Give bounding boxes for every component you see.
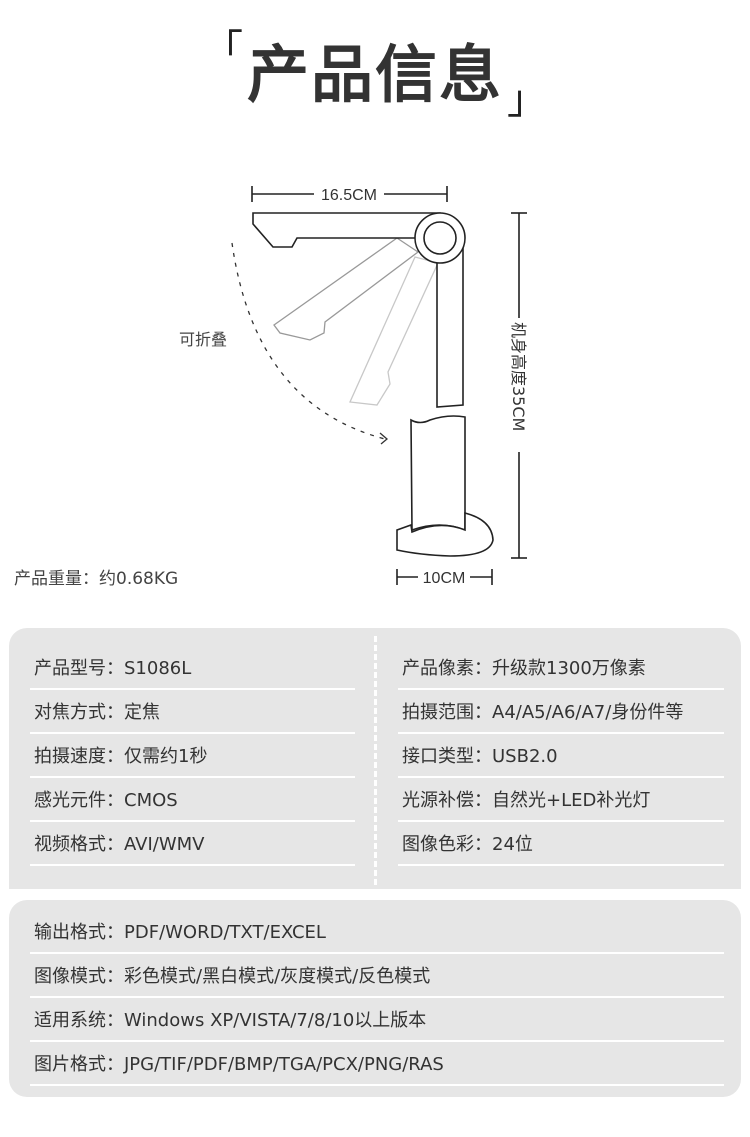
bracket-close: 」	[507, 77, 547, 123]
fold-label: 可折叠	[179, 330, 227, 349]
column-divider	[374, 636, 377, 885]
height-label: 机身高度35CM	[509, 322, 528, 431]
spec-table-secondary: 输出格式：PDF/WORD/TXT/EXCEL 图像模式：彩色模式/黑白模式/灰…	[9, 900, 741, 1097]
hinge-inner	[423, 221, 457, 255]
bracket-open: 「	[202, 27, 243, 73]
camera-pole	[436, 245, 464, 408]
spec-row: 适用系统：Windows XP/VISTA/7/8/10以上版本	[30, 998, 724, 1042]
weight-label: 产品重量：约0.68KG	[14, 569, 179, 589]
spec-row: 接口类型：USB2.0	[398, 734, 724, 778]
spec-row: 输出格式：PDF/WORD/TXT/EXCEL	[30, 910, 724, 954]
spec-table-primary: 产品型号：S1086L 对焦方式：定焦 拍摄速度：仅需约1秒 感光元件：CMOS…	[9, 628, 741, 889]
folded-arm-mid	[273, 237, 420, 341]
fold-arc	[231, 242, 386, 440]
spec-row: 感光元件：CMOS	[30, 778, 355, 822]
spec-row: 产品像素：升级款1300万像素	[398, 646, 724, 690]
spec-row: 拍摄速度：仅需约1秒	[30, 734, 355, 778]
width-label: 16.5CM	[321, 187, 377, 204]
spec-row: 图像色彩：24位	[398, 822, 724, 866]
spec-row: 光源补偿：自然光+LED补光灯	[398, 778, 724, 822]
spec-row: 图片格式：JPG/TIF/PDF/BMP/TGA/PCX/PNG/RAS	[30, 1042, 724, 1086]
spec-row: 视频格式：AVI/WMV	[30, 822, 355, 866]
camera-head-arm	[252, 212, 441, 248]
page-title: 「 产品信息 」	[0, 30, 750, 120]
base-label: 10CM	[423, 570, 466, 587]
spec-row: 产品型号：S1086L	[30, 646, 355, 690]
title-text: 产品信息	[246, 38, 503, 111]
arrow-head-icon	[379, 432, 389, 445]
product-dimension-diagram: 16.5CM 10CM 可折叠 机身高度35CM	[179, 186, 528, 587]
camera-body	[410, 415, 466, 532]
spec-row: 图像模式：彩色模式/黑白模式/灰度模式/反色模式	[30, 954, 724, 998]
spec-row: 拍摄范围：A4/A5/A6/A7/身份件等	[398, 690, 724, 734]
camera-base	[396, 511, 494, 557]
spec-row: 对焦方式：定焦	[30, 690, 355, 734]
